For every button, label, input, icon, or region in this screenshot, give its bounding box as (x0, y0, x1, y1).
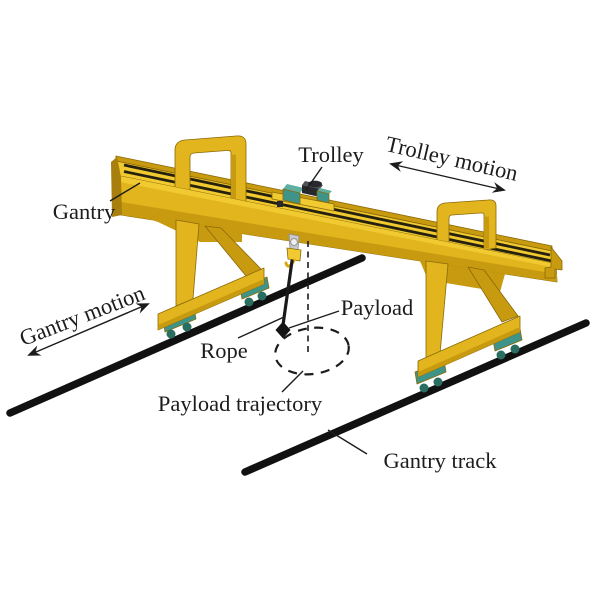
trolley-rail (123, 163, 551, 257)
wheel-icon (182, 322, 192, 332)
wheel-icon (166, 329, 176, 339)
label-rope: Rope (200, 338, 248, 363)
wheel-icon (510, 344, 520, 354)
pulley-sheave-icon (290, 238, 298, 246)
beam-right-end-steps (544, 246, 563, 279)
gantry-beam-face (111, 157, 563, 283)
wheel-icon (433, 377, 443, 387)
trolley-rail (123, 170, 553, 263)
leader-payload-trajectory (281, 370, 304, 393)
leader-rope (237, 316, 285, 339)
payload-trajectory-ellipse (274, 326, 350, 376)
label-gantry-track: Gantry track (383, 448, 497, 473)
near-gantry-track (6, 254, 366, 417)
left-support-leg (140, 216, 265, 331)
leader-payload (288, 310, 340, 329)
leader-gantry-track (327, 429, 368, 455)
trolley-wheel (277, 201, 283, 207)
trolley-motion-arrow (389, 161, 506, 193)
right-support-leg (417, 260, 521, 378)
label-gantry: Gantry (53, 199, 116, 224)
gantry-motion-arrow (27, 303, 150, 356)
hook-block (286, 247, 302, 262)
wheel-icon (244, 297, 254, 307)
label-gantry-motion: Gantry motion (16, 280, 148, 351)
wheel-icon (496, 350, 506, 360)
label-trolley: Trolley (298, 142, 364, 167)
wheel-icon (257, 291, 267, 301)
wheel-icon (419, 383, 429, 393)
right-rear-diagonal (467, 266, 519, 323)
rope-line (281, 259, 294, 327)
leader-trolley (305, 166, 323, 191)
far-gantry-track (241, 319, 590, 476)
label-payload-trajectory: Payload trajectory (158, 391, 323, 416)
trolley-hoist-housing (283, 184, 304, 193)
leader-gantry (109, 182, 141, 202)
trolley-end-truck (317, 188, 332, 194)
left-front-column (175, 219, 200, 307)
beam-left-end-cap (111, 157, 122, 217)
hook-assembly (284, 233, 302, 268)
payload-marker (275, 321, 291, 339)
label-payload: Payload (341, 295, 414, 320)
right-front-column (425, 260, 449, 361)
